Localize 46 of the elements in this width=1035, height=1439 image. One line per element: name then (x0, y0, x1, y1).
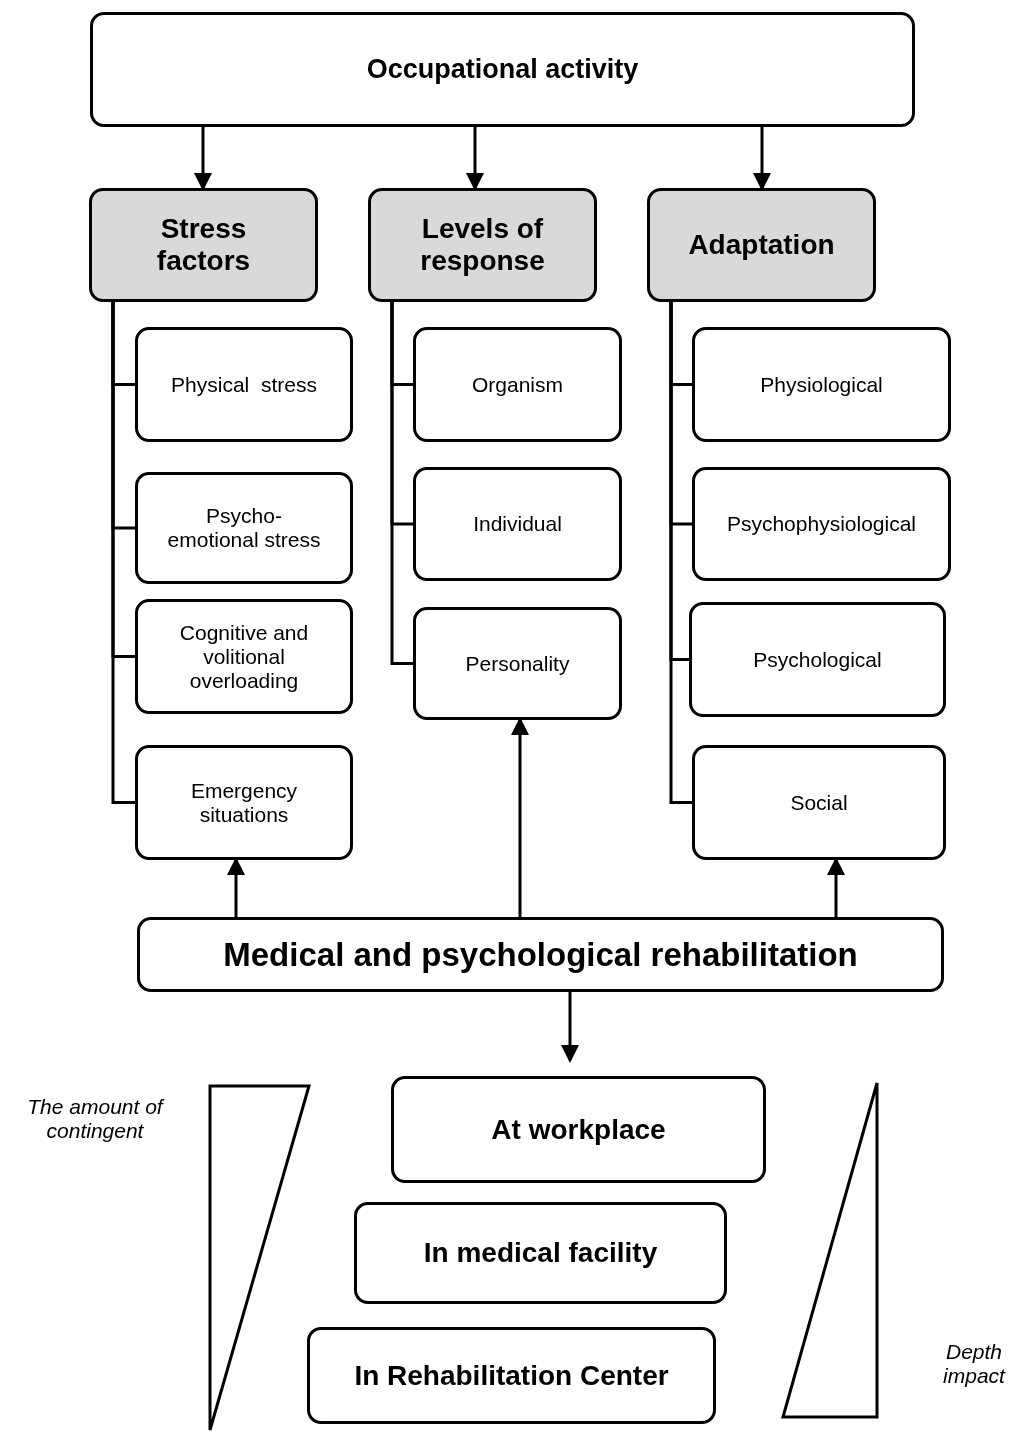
box-text: Stress factors (155, 213, 252, 277)
box-text: Cognitive and volitional overloading (178, 620, 310, 693)
wedge-triangle (781, 1081, 879, 1419)
wedge-triangle (208, 1084, 311, 1432)
category-box (368, 188, 597, 302)
process-box (307, 1327, 716, 1424)
box-text: Organism (471, 372, 564, 397)
process-box (135, 472, 353, 584)
box-text: Medical and psychological rehabilitation (222, 935, 859, 974)
box-text: Physiological (759, 372, 884, 397)
box-text: Levels of response (419, 213, 546, 277)
process-box (413, 327, 622, 442)
process-box (692, 745, 946, 860)
axis-note: Depth impact (942, 1340, 1007, 1388)
box-text: Adaptation (687, 229, 836, 261)
box-text: Personality (464, 651, 571, 676)
connector-line (111, 302, 135, 804)
process-box (135, 745, 353, 860)
connector-line (390, 302, 413, 665)
arrow (561, 992, 579, 1063)
process-box (135, 327, 353, 442)
process-box (692, 327, 951, 442)
box-text: Emergency situations (189, 778, 299, 827)
process-box (689, 602, 946, 717)
process-box (692, 467, 951, 581)
box-text: Psycho- emotional stress (166, 504, 322, 552)
box-text: Individual (472, 512, 563, 536)
box-text: At workplace (490, 1113, 667, 1146)
process-box (135, 599, 353, 714)
box-text: Occupational activity (365, 54, 640, 85)
process-box (391, 1076, 766, 1183)
process-box (354, 1202, 727, 1304)
category-box (89, 188, 318, 302)
box-text: Social (789, 790, 849, 815)
process-box (137, 917, 944, 992)
box-text: In Rehabilitation Center (353, 1359, 670, 1392)
box-text: Physical stress (170, 372, 318, 397)
process-box (90, 12, 915, 127)
axis-note: The amount of contingent (26, 1095, 166, 1143)
process-box (413, 607, 622, 720)
category-box (647, 188, 876, 302)
box-text: Psychophysiological (725, 512, 918, 536)
process-box (413, 467, 622, 581)
box-text: In medical facility (422, 1237, 659, 1269)
connector-line (669, 302, 692, 804)
box-text: Psychological (752, 647, 883, 672)
